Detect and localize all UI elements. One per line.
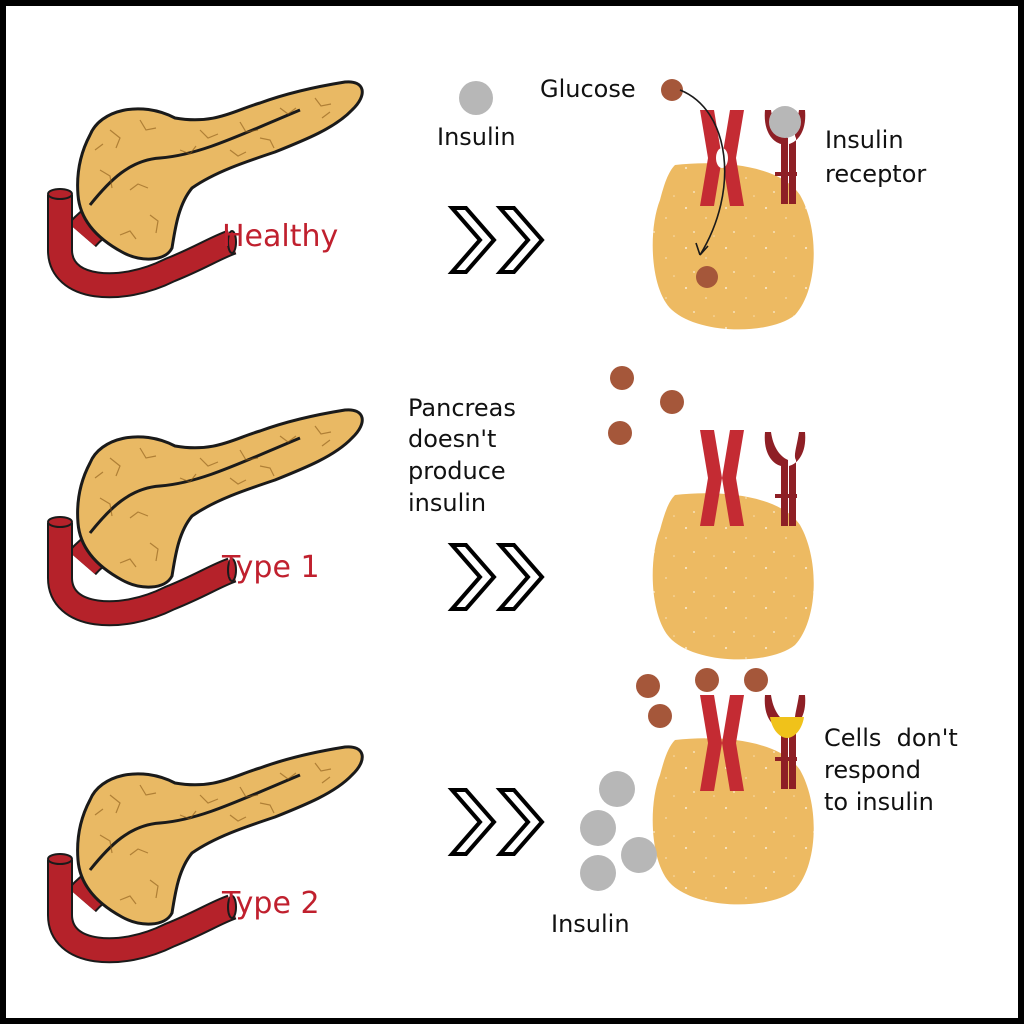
condition-label-type2: Type 2 xyxy=(221,886,320,921)
glucose-molecule xyxy=(636,674,660,698)
glucose-uptake-arrow xyxy=(679,89,726,256)
row-healthy: Healthy Insulin Glucose Insulin receptor xyxy=(48,75,926,330)
pancreas-icon xyxy=(48,82,362,285)
bound-insulin-molecule xyxy=(769,106,801,138)
blocked-receptor-icon xyxy=(770,717,804,738)
insulin-molecule xyxy=(459,81,493,115)
condition-label-healthy: Healthy xyxy=(222,219,338,254)
condition-label-type1: Type 1 xyxy=(221,550,320,585)
type2-note-line1: Cells don't xyxy=(824,724,958,752)
glucose-label: Glucose xyxy=(540,75,636,103)
double-chevron-right-icon xyxy=(450,206,544,274)
type1-note-line2: doesn't xyxy=(408,425,496,453)
type2-note-line2: respond xyxy=(824,756,921,784)
diabetes-diagram: Healthy Insulin Glucose Insulin receptor… xyxy=(6,6,958,1018)
glucose-molecule xyxy=(661,79,683,101)
type2-note-line3: to insulin xyxy=(824,788,934,816)
glucose-molecule xyxy=(744,668,768,692)
row-type2: Type 2 Insulin Cells don't respond to in… xyxy=(48,668,958,950)
double-chevron-right-icon xyxy=(450,788,544,856)
insulin-molecule xyxy=(580,810,616,846)
insulin-label: Insulin xyxy=(437,123,516,151)
row-type1: Type 1 Pancreas doesn't produce insulin xyxy=(48,366,814,660)
cell-texture xyxy=(652,738,814,905)
glucose-molecule xyxy=(608,421,632,445)
glucose-molecule xyxy=(648,704,672,728)
type1-note-line1: Pancreas xyxy=(408,394,516,422)
insulin-label: Insulin xyxy=(551,910,630,938)
cell-texture xyxy=(652,163,814,330)
insulin-molecule xyxy=(621,837,657,873)
double-chevron-right-icon xyxy=(450,543,544,611)
transporter-channel xyxy=(716,148,728,168)
insulin-receptor-label-line1: Insulin xyxy=(825,126,904,154)
arrow-head xyxy=(695,242,709,256)
glucose-in-cell xyxy=(696,266,718,288)
glucose-molecule xyxy=(660,390,684,414)
cell-texture xyxy=(652,493,814,660)
glucose-molecule xyxy=(610,366,634,390)
type1-note-line4: insulin xyxy=(408,489,486,517)
glucose-molecule xyxy=(695,668,719,692)
type1-note-line3: produce xyxy=(408,457,506,485)
insulin-molecule xyxy=(599,771,635,807)
insulin-molecule xyxy=(580,855,616,891)
insulin-receptor-label-line2: receptor xyxy=(825,160,926,188)
